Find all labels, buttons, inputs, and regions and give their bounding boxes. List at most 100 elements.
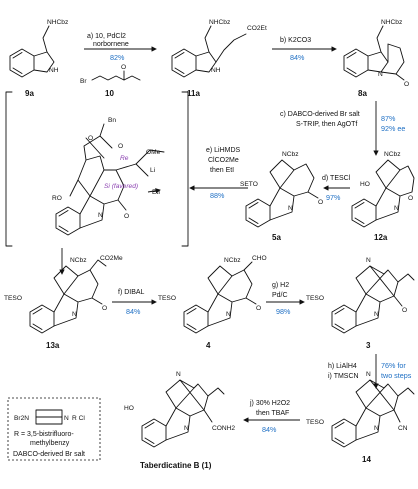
step-a-line2: norbornene: [93, 41, 129, 48]
compound-5a-structure: NCbz SETO N O: [240, 151, 323, 228]
atom-nh-11a: NH: [211, 67, 221, 74]
compound-10-structure: Br O: [80, 64, 141, 85]
atom-n-1: N: [176, 371, 181, 378]
atom-o-ts: O: [88, 135, 93, 142]
compound-1-structure: N HO N CONH2: [124, 371, 235, 448]
salt-formula: Br2N: [14, 415, 29, 422]
atom-co2me-13a: CO2Me: [100, 255, 123, 262]
label-9a: 9a: [25, 89, 34, 98]
bracket-left: [5, 91, 13, 247]
atom-conh2-1: CONH2: [212, 425, 235, 432]
atom-cn-14: CN: [398, 425, 408, 432]
step-c-line2: S-TRIP, then AgOTf: [296, 121, 357, 128]
atom-teso-3: TESO: [306, 295, 324, 302]
compound-13a-structure: NCbz CO2Me TESO N O: [4, 255, 123, 334]
step-e-yield: 88%: [210, 191, 225, 200]
label-4: 4: [206, 341, 211, 350]
compound-3-structure: N TESO N O: [306, 257, 415, 334]
step-b-line1: b) K2CO3: [280, 37, 311, 44]
atom-co2et-11a: CO2Et: [247, 25, 267, 32]
atom-si-ts: Si (favored): [104, 183, 138, 190]
compound-12a-structure: NCbz HO N O: [351, 151, 415, 228]
step-e-line1: e) LiHMDS: [206, 147, 241, 154]
label-3: 3: [366, 341, 371, 350]
atom-li-ts: Li: [150, 167, 156, 174]
step-i-line1: i) TMSCN: [328, 373, 359, 380]
label-8a: 8a: [358, 89, 367, 98]
atom-cho-4: CHO: [252, 255, 267, 262]
bracket-right: [181, 91, 189, 247]
atom-br-10: Br: [80, 78, 87, 85]
step-e-line3: then EtI: [210, 167, 234, 174]
atom-ncbz-13a: NCbz: [70, 257, 87, 264]
salt-structure: Br2N N R Cl: [14, 409, 85, 425]
atom-n2-14: N: [374, 425, 379, 432]
step-j-line2: then TBAF: [256, 410, 289, 417]
step-f-line1: f) DIBAL: [118, 289, 145, 296]
label-12a: 12a: [374, 233, 388, 242]
step-c-yield: 87%: [381, 114, 396, 123]
transition-state-structure: Bn O O Re OMe Li EtI RO N O Si (favored): [52, 117, 165, 236]
atom-o2-ts: O: [118, 143, 123, 150]
label-14: 14: [362, 455, 371, 464]
compound-11a-structure: NH NHCbz CO2Et: [171, 19, 267, 78]
step-c-line1: c) DABCO-derived Br salt: [280, 111, 360, 118]
atom-nhcbz-9a: NHCbz: [47, 19, 68, 26]
atom-n2-3: N: [374, 311, 379, 318]
atom-n-4: N: [226, 311, 231, 318]
step-h-line1: h) LiAlH4: [328, 363, 357, 370]
atom-ncbz-5a: NCbz: [282, 151, 299, 158]
atom-o3-ts: O: [124, 213, 129, 220]
atom-ncbz-4: NCbz: [224, 257, 241, 264]
atom-nhcbz-11a: NHCbz: [209, 19, 230, 26]
step-e-line2: ClCO2Me: [208, 157, 239, 164]
label-13a: 13a: [46, 341, 60, 350]
step-a-yield: 82%: [110, 53, 125, 62]
compound-14-structure: N TESO N CN: [306, 371, 415, 448]
compound-9a-structure: NH NHCbz: [9, 19, 68, 78]
atom-ho-12a: HO: [360, 181, 370, 188]
label-10: 10: [105, 89, 114, 98]
step-hi-yield2: two steps: [381, 371, 412, 380]
step-j-yield: 84%: [262, 425, 277, 434]
step-g-line2: Pd/C: [272, 292, 288, 299]
atom-seto-5a: SETO: [240, 181, 258, 188]
step-d-line1: d) TESCl: [322, 175, 351, 182]
atom-teso-4: TESO: [158, 295, 176, 302]
atom-n-12a: N: [394, 205, 399, 212]
step-g-yield: 98%: [276, 307, 291, 316]
salt-r-def1: R = 3,5-bistrifluoro-: [14, 431, 74, 438]
step-g-line1: g) H2: [272, 282, 289, 289]
atom-nhcbz-8a: NHCbz: [381, 19, 402, 26]
atom-o-8a: O: [404, 81, 409, 88]
atom-o-12a: O: [408, 195, 413, 202]
atom-o-5a: O: [318, 199, 323, 206]
atom-bn-ts: Bn: [108, 117, 116, 124]
compound-8a-structure: N NHCbz O: [343, 19, 409, 88]
step-c-ee: 92% ee: [381, 124, 405, 133]
step-f-yield: 84%: [126, 307, 141, 316]
salt-cation: N: [64, 415, 69, 422]
atom-ho-1: HO: [124, 405, 134, 412]
atom-ome-ts: OMe: [146, 149, 161, 156]
step-hi-yield1: 76% for: [381, 361, 406, 370]
atom-teso-13a: TESO: [4, 295, 22, 302]
salt-legend-box: [7, 397, 101, 461]
atom-o-3: O: [402, 307, 407, 314]
atom-n-8a: N: [378, 71, 383, 78]
step-b-yield: 84%: [290, 53, 305, 62]
atom-teso-14: TESO: [306, 419, 324, 426]
label-11a: 11a: [187, 89, 200, 98]
atom-nh-9a: NH: [49, 67, 59, 74]
label-1: Taberdicatine B (1): [140, 461, 212, 470]
atom-ro-ts: RO: [52, 195, 62, 202]
atom-re-ts: Re: [120, 155, 129, 162]
atom-n2-1: N: [184, 425, 189, 432]
atom-n-14: N: [366, 371, 371, 378]
atom-n-3: N: [366, 257, 371, 264]
atom-o-13a: O: [102, 305, 107, 312]
atom-n-5a: N: [288, 205, 293, 212]
step-a-line1: a) 10, PdCl2: [87, 33, 126, 40]
